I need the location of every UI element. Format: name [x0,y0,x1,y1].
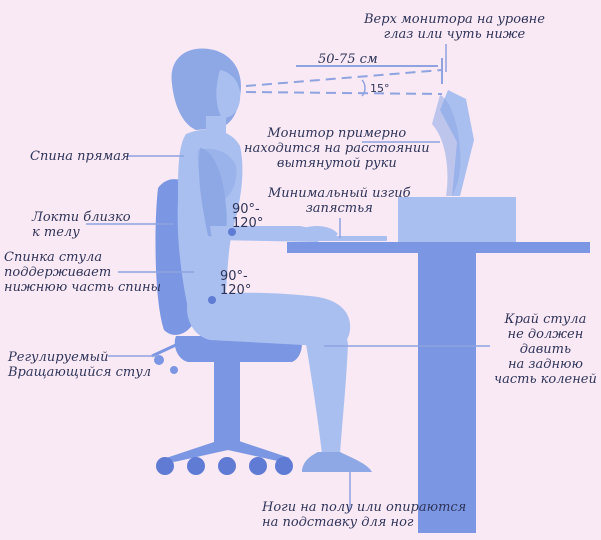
hip-angle-label: 90°- 120° [220,269,252,298]
elbow-angle-dot [228,228,236,236]
chair [151,179,302,475]
back-straight-label: Спина прямая [30,149,130,164]
chair-label: Регулируемый Вращающийся стул [8,350,152,380]
seat-edge-label: Край стула не должен давить на заднюю ча… [494,312,597,387]
person [171,48,372,472]
elbow-angle-label: 90°- 120° [232,202,264,231]
monitor-distance-label: Монитор примерно находится на расстоянии… [244,126,430,171]
desk [287,242,590,533]
monitor-top-label: Верх монитора на уровне глаз или чуть ни… [364,12,545,42]
distance-label: 50-75 см [318,52,378,67]
sight-lines [245,58,443,97]
tilt-angle-label: 15° [370,82,390,95]
hip-angle-dot [208,296,216,304]
elbows-label: Локти близко к телу [32,210,131,240]
feet-label: Ноги на полу или опираются на подставку … [262,500,467,530]
leader-lines [86,44,490,510]
backrest-label: Спинка стула поддерживает нижнюю часть с… [4,250,162,295]
wrist-label: Минимальный изгиб запястья [268,186,411,216]
monitor [398,90,516,242]
